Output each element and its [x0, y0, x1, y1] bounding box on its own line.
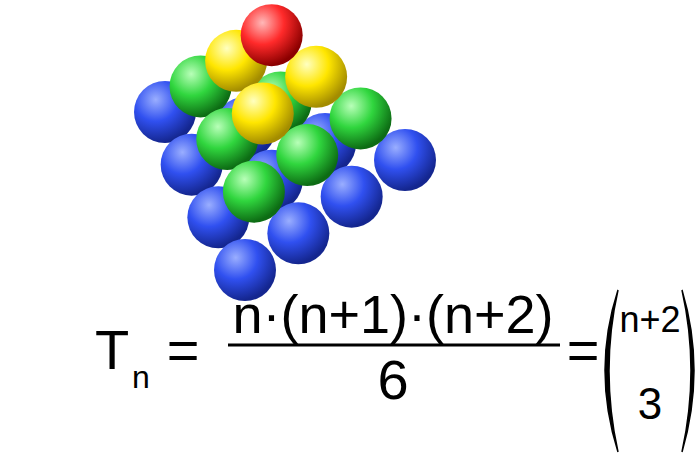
- equals-sign: =: [167, 322, 200, 378]
- denominator: 6: [377, 352, 408, 408]
- fraction-bar: [228, 344, 560, 347]
- sphere: [223, 161, 285, 223]
- sphere-pyramid: [134, 4, 436, 301]
- right-parenthesis: [682, 290, 694, 452]
- formula-symbol: T: [95, 322, 129, 378]
- binomial-top: n+2: [619, 302, 680, 338]
- sphere: [232, 82, 294, 144]
- binomial-bottom: 3: [638, 382, 662, 426]
- left-parenthesis: [605, 290, 618, 452]
- equals-sign: =: [567, 322, 600, 378]
- sphere: [241, 4, 303, 66]
- numerator: n·(n+1)·(n+2): [232, 287, 553, 341]
- subscript: n: [132, 361, 150, 393]
